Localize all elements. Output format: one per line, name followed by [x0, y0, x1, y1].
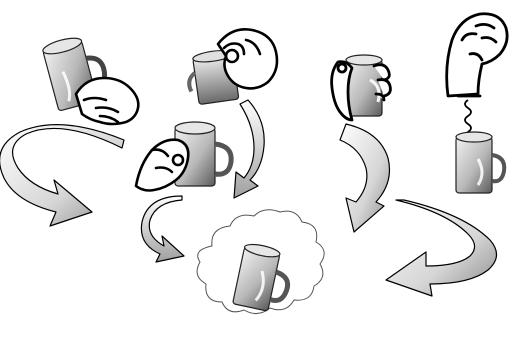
curved-arrow-icon [234, 100, 264, 198]
mug-2-group [185, 29, 277, 105]
curved-arrow-icon [386, 200, 497, 296]
mug-4-group [447, 14, 507, 193]
hand-icon [447, 14, 507, 96]
mug-3-group [332, 55, 391, 120]
curved-arrow-icon [340, 124, 390, 232]
mug-5-group [136, 122, 231, 191]
curved-arrow-icon [0, 125, 124, 226]
mug-icon [456, 132, 504, 193]
curved-arrow-icon [141, 196, 184, 262]
mug-1-group [41, 31, 138, 124]
cloud-group [197, 210, 324, 314]
hand-icon [76, 78, 138, 124]
